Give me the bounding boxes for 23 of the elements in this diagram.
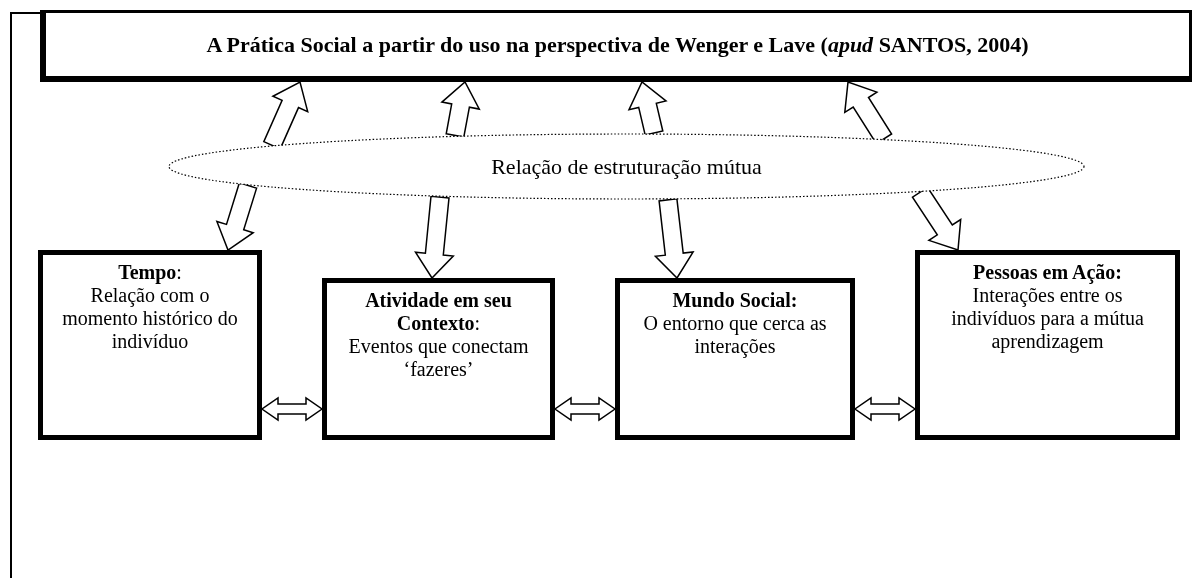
block-arrow xyxy=(553,396,617,422)
block-arrow xyxy=(215,181,258,252)
concept-box xyxy=(915,250,1180,440)
box-description: Relação com o momento histórico do indivíduo xyxy=(61,284,239,353)
title-text: A Prática Social a partir do uso na perspectiva de Wenger e Lave (apud SANTOS, 2004) xyxy=(206,31,1029,58)
box-description: Eventos que conectam ‘fazeres’ xyxy=(347,335,530,381)
block-arrow xyxy=(653,197,695,280)
box-heading: Atividade em seu Contexto: xyxy=(364,289,513,335)
block-arrow xyxy=(627,80,668,136)
concept-box xyxy=(615,278,855,440)
ellipse-label: Relação de estruturação mútua xyxy=(491,153,762,180)
concept-box xyxy=(322,278,555,440)
block-arrow xyxy=(440,80,481,138)
concept-box xyxy=(38,250,262,440)
box-heading: Pessoas em Ação: xyxy=(973,261,1122,284)
box-description: O entorno que cerca as interações xyxy=(642,312,828,358)
block-arrow xyxy=(414,195,455,280)
block-arrow xyxy=(260,396,324,422)
box-heading: Tempo: xyxy=(118,261,182,284)
box-description: Interações entre os indivíduos para a mútua aprendizagem xyxy=(950,284,1145,353)
title-box xyxy=(40,10,1192,82)
block-arrow xyxy=(853,396,917,422)
box-heading: Mundo Social: xyxy=(672,289,798,312)
